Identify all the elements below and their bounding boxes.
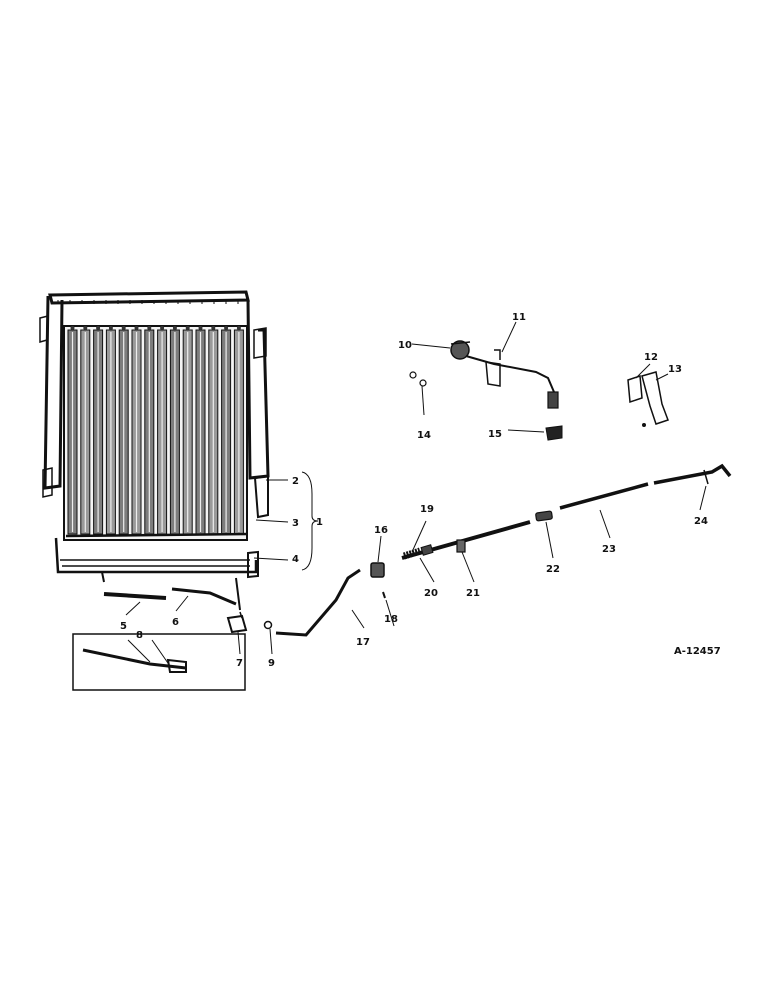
part-8-inset-box: [72, 633, 246, 691]
vane-pivot: [224, 326, 229, 330]
part-9-clip: [263, 620, 273, 630]
callout-labels: 1 2 3 4 5 6 7 8 9 10 11 12 13 14 15 16 1…: [120, 312, 708, 669]
callout-4: 4: [292, 554, 299, 565]
part-22-coupler: [535, 510, 553, 522]
part-14-star-nut: [409, 371, 427, 387]
callout-13: 13: [668, 364, 682, 375]
vane-pivot: [160, 326, 165, 330]
vane-pivot: [198, 326, 203, 330]
lower-frame-bar: [54, 537, 259, 611]
callout-22: 22: [546, 564, 560, 575]
part-10-bulb: [547, 391, 559, 409]
callout-7: 7: [236, 658, 243, 669]
part-16-block: [370, 562, 385, 578]
callout-8: 8: [136, 630, 143, 641]
part-24-tab: [703, 469, 709, 485]
callout-14: 14: [417, 430, 431, 441]
part-6-link: [171, 587, 237, 606]
callout-18: 18: [384, 614, 398, 625]
vane-pivot: [236, 326, 241, 330]
callout-10: 10: [398, 340, 412, 351]
shutter-vanes: [63, 325, 249, 541]
part-13-bracket: [641, 371, 669, 427]
callout-15: 15: [488, 429, 502, 440]
callout-11: 11: [512, 312, 526, 323]
vane-pivot: [108, 326, 113, 330]
callout-24: 24: [694, 516, 708, 527]
callout-9: 9: [268, 658, 275, 669]
vane-pivot: [121, 326, 126, 330]
callout-12: 12: [644, 352, 658, 363]
part-11-mount-bracket: [465, 349, 555, 393]
vane-pivot: [172, 326, 177, 330]
part-24-bent-end: [653, 463, 732, 485]
vane-pivot: [147, 326, 152, 330]
part-5-rod: [103, 592, 167, 600]
callout-20: 20: [424, 588, 438, 599]
part-23-rod: [559, 482, 649, 510]
shutter-frame: [39, 290, 270, 519]
callout-2: 2: [292, 476, 299, 487]
vane-pivot: [134, 326, 139, 330]
part-17-control-rod: [275, 568, 361, 637]
callout-19: 19: [420, 504, 434, 515]
part-20-rod: [401, 520, 531, 560]
vane-pivot: [185, 326, 190, 330]
part-15-cap: [545, 425, 563, 441]
vane-pivot: [211, 326, 216, 330]
callout-23: 23: [602, 544, 616, 555]
part-12-plate: [627, 374, 643, 404]
callout-16: 16: [374, 525, 388, 536]
callout-21: 21: [466, 588, 480, 599]
callout-17: 17: [356, 637, 370, 648]
part-7-bracket: [226, 611, 248, 634]
vane-group: [67, 326, 244, 535]
callout-5: 5: [120, 621, 127, 632]
callout-1: 1: [316, 517, 323, 528]
callout-6: 6: [172, 617, 179, 628]
part-21-clamp: [456, 539, 466, 553]
callout-3: 3: [292, 518, 299, 529]
drawing-reference-code: A-12457: [674, 646, 721, 657]
vane-pivot: [70, 326, 75, 330]
vane-pivot: [96, 326, 101, 330]
vane-pivot: [83, 326, 88, 330]
callout-leaders: [125, 321, 707, 667]
part-10-thermostat-body: [450, 340, 471, 360]
part-18-pin: [382, 591, 386, 599]
